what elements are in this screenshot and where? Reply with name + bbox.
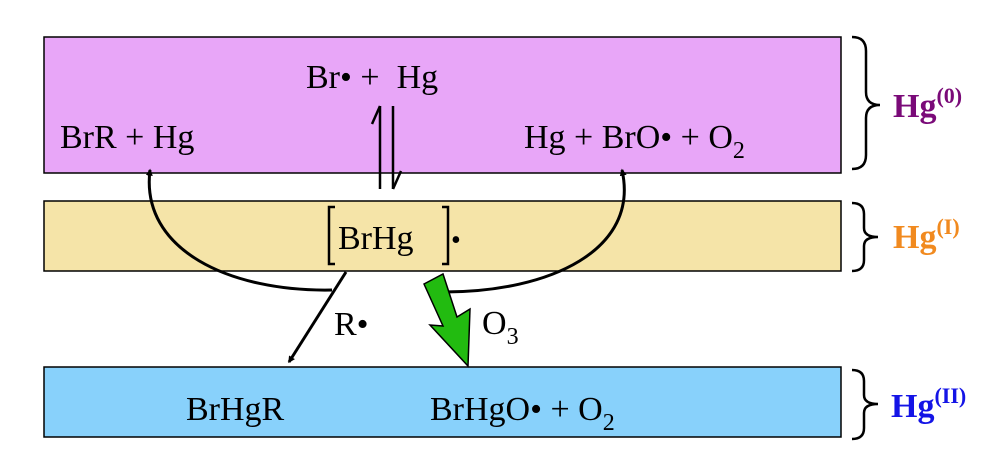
- hg1-band: [43, 200, 842, 272]
- brhgo-o2-main: BrHgO• + O: [430, 391, 603, 428]
- hg0-brace: [851, 35, 881, 171]
- arrow-to-brr-hg: [145, 168, 333, 292]
- hg2-label-base: Hg: [891, 388, 934, 425]
- right-bracket: [442, 205, 450, 266]
- arrow-to-brhgr: [287, 271, 348, 364]
- intermediate-radical-dot: •: [451, 225, 461, 256]
- hg1-level-label: Hg(I): [893, 214, 960, 256]
- hg1-label-base: Hg: [893, 219, 936, 256]
- hg2-level-label: Hg(II): [891, 383, 966, 425]
- hg0-label-sup: (0): [936, 83, 962, 108]
- equilibrium-down-barb: [391, 170, 403, 190]
- br-plus-hg-text: Br• + Hg: [306, 59, 438, 96]
- brhgo-o2-text: BrHgO• + O2: [430, 391, 615, 436]
- r-radical-label: R•: [334, 306, 369, 343]
- hg-bro-o2-main: Hg + BrO• + O: [524, 119, 733, 156]
- brr-plus-hg-text: BrR + Hg: [60, 119, 194, 156]
- hg1-label-sup: (I): [936, 214, 959, 239]
- hg2-brace: [851, 368, 879, 441]
- ozone-label: O3: [482, 305, 519, 350]
- ozone-label-main: O: [482, 305, 507, 342]
- arrow-to-hg-bro-o2: [443, 168, 627, 294]
- hg2-label-sup: (II): [934, 383, 966, 408]
- equilibrium-up-barb: [370, 105, 382, 125]
- hg0-level-label: Hg(0): [893, 83, 962, 125]
- hg1-brace: [851, 201, 879, 273]
- hg2-band: [43, 366, 842, 438]
- ozone-label-sub: 3: [507, 324, 519, 350]
- left-bracket: [327, 205, 335, 266]
- hg-bro-o2-sub: 2: [733, 138, 745, 164]
- hg0-band: [43, 36, 842, 174]
- ozone-arrow: [423, 272, 471, 368]
- hg-bro-o2-text: Hg + BrO• + O2: [524, 119, 745, 164]
- brhg-intermediate-text: BrHg: [338, 220, 414, 257]
- brhgr-text: BrHgR: [186, 391, 285, 428]
- hg0-label-base: Hg: [893, 88, 936, 125]
- brhgo-o2-sub: 2: [603, 410, 615, 436]
